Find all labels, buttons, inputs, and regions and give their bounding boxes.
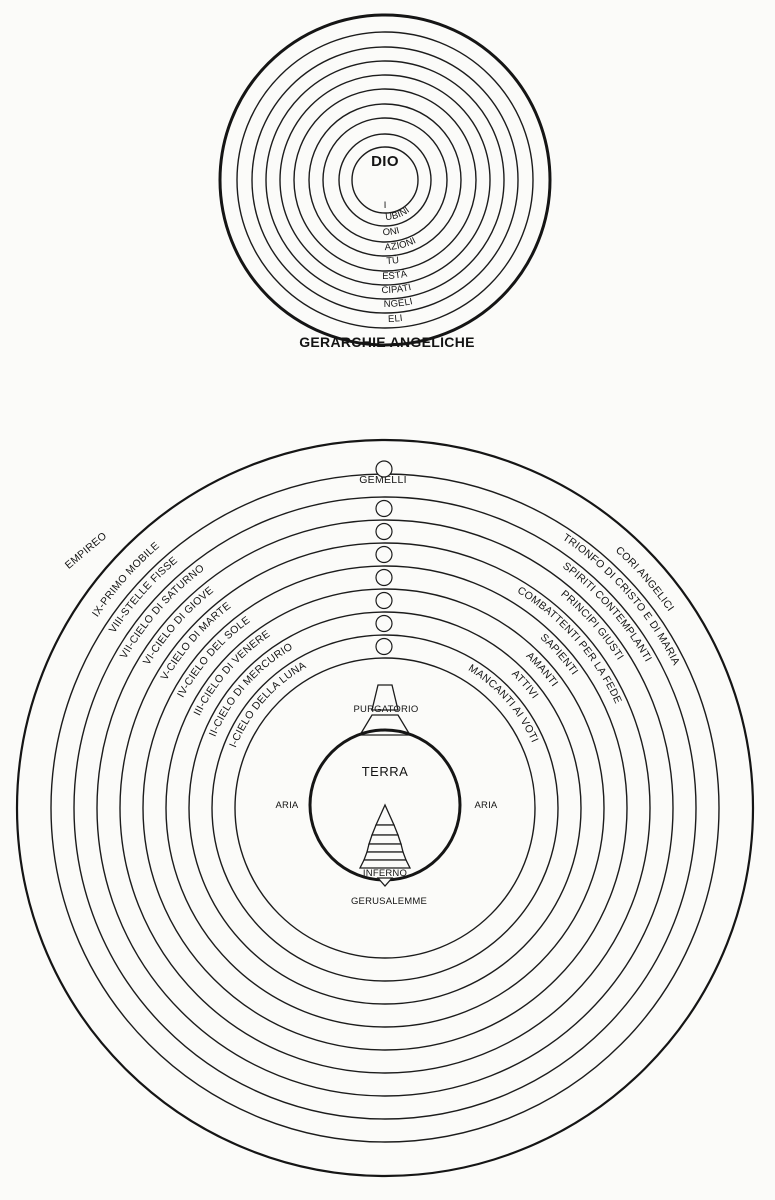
heaven-label-i-cielo-della-luna: I-CIELO DELLA LUNA: [227, 659, 308, 749]
inferno-level-4: [366, 843, 404, 853]
zodiac-beads: [375, 460, 393, 656]
angelic-outer-ring: [218, 13, 552, 347]
heaven-ring-6: [165, 588, 605, 1028]
angelic-label-cherubini-path: CHERUBINI: [0, 0, 412, 223]
aria-right-label: ARIA: [475, 800, 498, 811]
soul-label-attivi-path: ATTIVI: [509, 668, 540, 702]
zodiac-bead-2: [375, 614, 393, 633]
gerusalemme-marker: [376, 877, 394, 887]
heaven-ring-8: [211, 634, 559, 982]
gerusalemme-label: GERUSALEMME: [351, 896, 427, 907]
purgatorio-mountain-top: [371, 684, 399, 711]
angelic-ring-5: [293, 88, 477, 272]
heaven-ring-7: [188, 611, 582, 1005]
inferno-level-3: [368, 834, 402, 845]
angelic-ring-3: [322, 117, 448, 243]
angelic-label-potesta: POTESTÀ: [0, 0, 409, 282]
aria-left-label: ARIA: [276, 800, 299, 811]
heaven-ring-5: [142, 565, 628, 1051]
angelic-ring-6: [279, 74, 491, 286]
heaven-label-i-cielo-della-luna-path: I-CIELO DELLA LUNA: [227, 659, 308, 749]
angelic-hierarchies-diagram: DIO SERAFINICHERUBINITRONIDOMINAZIONIVIR…: [0, 0, 552, 350]
angelic-label-principati-path: PRINCIPATI: [0, 0, 412, 296]
empireo-outer-ring: [15, 438, 755, 1178]
terra-label: TERRA: [362, 764, 409, 779]
inferno-label: INFERNO: [363, 868, 407, 879]
inferno-level-6: [358, 859, 412, 869]
angelic-label-principati: PRINCIPATI: [0, 0, 412, 296]
zodiac-bead-3: [375, 591, 393, 610]
zodiac-bead-1: [375, 637, 393, 656]
soul-label-attivi: ATTIVI: [509, 668, 541, 702]
zodiac-bead-7: [375, 499, 393, 518]
angelic-ring-9: [236, 31, 534, 329]
angelic-ring-4: [308, 103, 462, 257]
heaven-rings: [50, 473, 720, 1143]
inferno-level-1: [374, 803, 396, 826]
gemelli-label: GEMELLI: [359, 474, 407, 486]
heaven-ring-3: [96, 519, 674, 1097]
angelic-ring-labels: SERAFINICHERUBINITRONIDOMINAZIONIVIRTÙPO…: [0, 0, 418, 325]
heaven-ring-4: [119, 542, 651, 1074]
zodiac-bead-top: [375, 460, 393, 478]
angelic-label-virtu: VIRTÙ: [0, 0, 400, 267]
inferno-level-5: [363, 851, 407, 861]
inferno-cone: [358, 803, 412, 887]
zodiac-bead-4: [375, 568, 393, 587]
angelic-label-serafini: SERAFINI: [0, 0, 387, 211]
angelic-label-arcangeli-path: ARCANGELI: [0, 0, 414, 310]
heaven-ring-9: [234, 657, 536, 959]
heaven-ring-2: [73, 496, 697, 1120]
angelic-ring-7: [265, 60, 505, 300]
angelic-ring-2: [338, 133, 432, 227]
angelic-ring-8: [251, 46, 519, 314]
inferno-level-2: [371, 824, 399, 836]
angelic-title: GERARCHIE ANGELICHE: [299, 334, 475, 350]
empireo-label: EMPIREO: [63, 530, 109, 572]
dio-label: DIO: [371, 153, 399, 170]
zodiac-bead-6: [375, 522, 393, 541]
angelic-label-cherubini: CHERUBINI: [0, 0, 412, 223]
angelic-label-serafini-path: SERAFINI: [0, 0, 386, 211]
zodiac-bead-5: [375, 545, 393, 564]
angelic-label-arcangeli: ARCANGELI: [0, 0, 414, 310]
angelic-ring-1: [351, 146, 419, 214]
angelic-label-potesta-path: POTESTÀ: [0, 0, 409, 282]
angelic-label-virtu-path: VIRTÙ: [0, 0, 400, 267]
angelic-rings: [236, 31, 534, 329]
purgatorio-label: PURGATORIO: [354, 704, 419, 715]
